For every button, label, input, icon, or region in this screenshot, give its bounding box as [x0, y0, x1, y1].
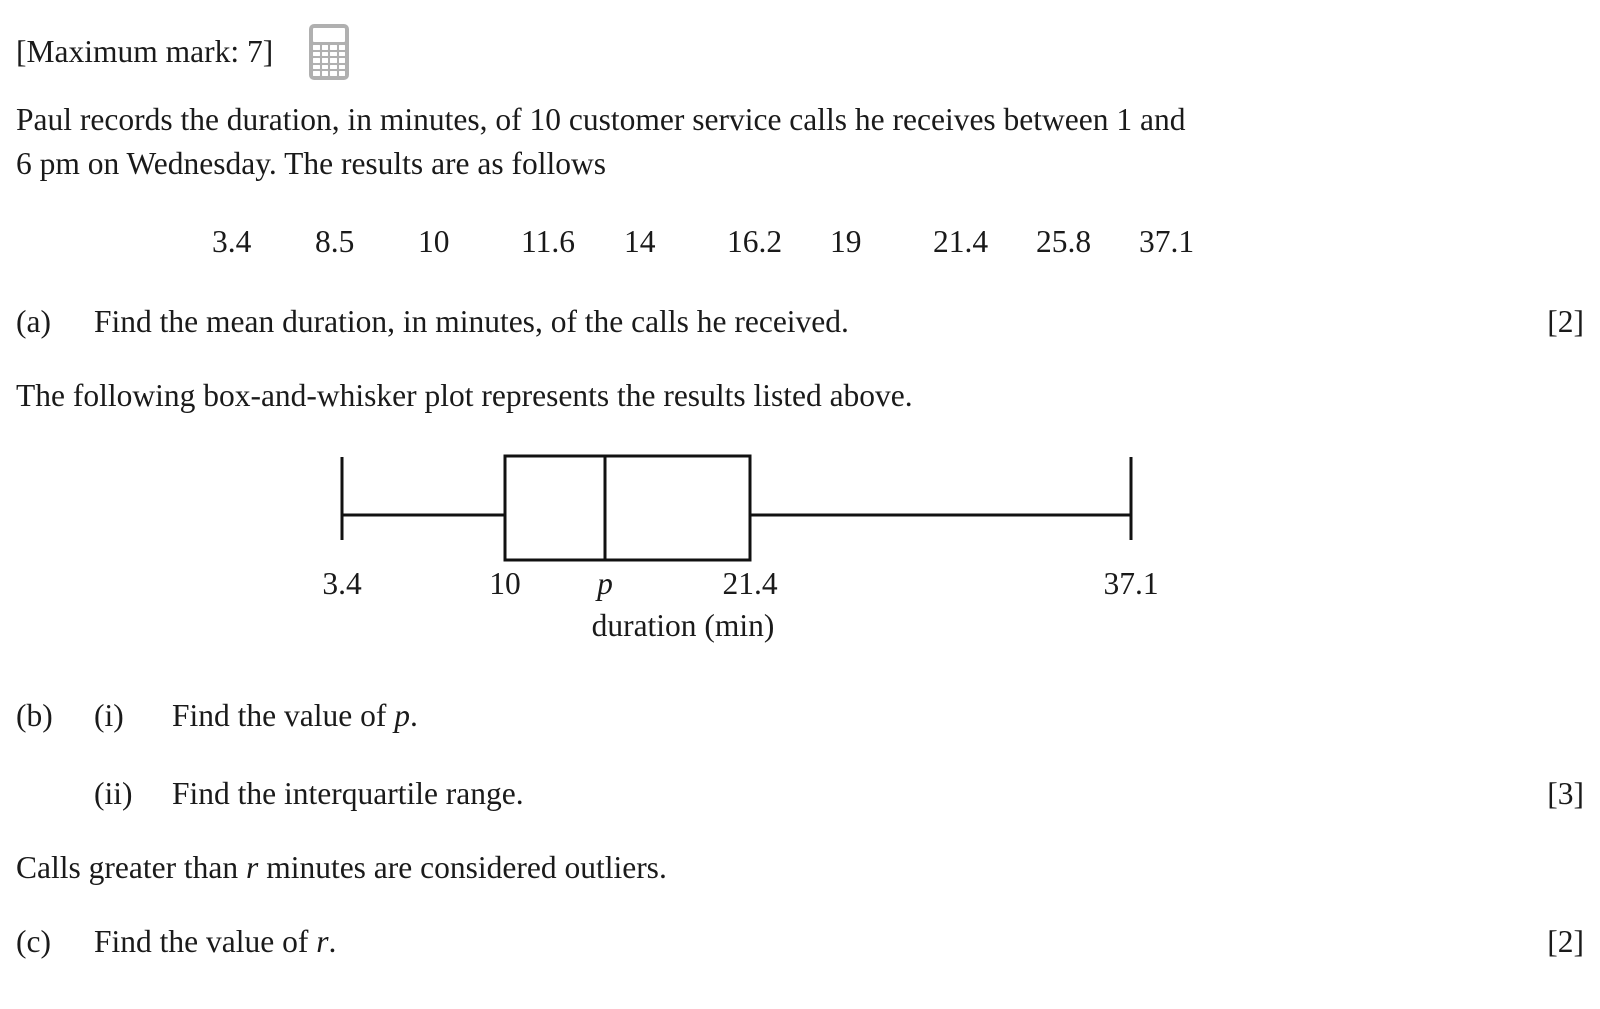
data-value: 8.5 [315, 224, 355, 259]
boxplot-tick-label-max: 37.1 [1103, 566, 1159, 601]
question-b-ii: (ii) Find the interquartile range. [3] [16, 772, 1584, 816]
data-values-row: 3.4 8.5 10 11.6 14 16.2 19 21.4 25.8 37.… [212, 222, 1194, 262]
data-value: 37.1 [1139, 224, 1195, 259]
question-c-marks: [2] [1547, 924, 1584, 959]
question-c-suffix: . [328, 924, 337, 959]
question-b-ii-text: Find the interquartile range. [172, 776, 524, 811]
question-a: (a) Find the mean duration, in minutes, o… [16, 300, 1584, 344]
question-c-label: (c) [16, 924, 51, 959]
quartile-box [503, 454, 752, 562]
data-value: 16.2 [727, 224, 783, 259]
boxplot-tick-label-q3: 21.4 [722, 566, 778, 601]
calculator-icon [309, 24, 350, 80]
question-b-ii-label: (ii) [94, 776, 133, 811]
plot-intro-text: The following box-and-whisker plot repre… [16, 378, 913, 413]
boxplot-svg [340, 454, 1133, 562]
data-value: 19 [830, 224, 862, 259]
question-c: (c) Find the value of r. [2] [16, 920, 1584, 964]
outlier-statement-prefix: Calls greater than [16, 850, 247, 885]
data-value: 10 [418, 224, 450, 259]
maximum-mark-label: [Maximum mark: 7] [16, 34, 274, 69]
question-a-text: Find the mean duration, in minutes, of t… [94, 304, 849, 339]
question-a-marks: [2] [1547, 304, 1584, 339]
intro-paragraph: Paul records the duration, in minutes, o… [16, 98, 1456, 186]
boxplot-tick-label-min: 3.4 [322, 566, 362, 601]
question-b-i: (b) (i) Find the value of p. [16, 694, 1584, 738]
question-b-i-suffix: . [409, 698, 418, 733]
outlier-statement-symbol: r [246, 850, 259, 885]
outlier-statement-suffix: minutes are considered outliers. [258, 850, 667, 885]
box-and-whisker-plot: 3.4 10 p 21.4 37.1 duration (min) [300, 440, 1200, 655]
calculator-screen [313, 28, 346, 42]
question-b-i-label: (i) [94, 698, 124, 733]
question-a-label: (a) [16, 304, 51, 339]
data-value: 14 [624, 224, 656, 259]
question-header: [Maximum mark: 7] [16, 24, 350, 80]
boxplot-tick-label-median: p [597, 566, 613, 601]
data-value: 3.4 [212, 224, 252, 259]
question-b-label: (b) [16, 698, 53, 733]
data-value: 21.4 [933, 224, 989, 259]
boxplot-tick-label-q1: 10 [489, 566, 521, 601]
data-value: 11.6 [521, 224, 575, 259]
question-b-i-symbol: p [394, 698, 410, 733]
outlier-statement: Calls greater than r minutes are conside… [16, 846, 1584, 890]
calculator-keys [313, 45, 346, 76]
question-b-i-text: Find the value of [172, 698, 395, 733]
intro-line-1: Paul records the duration, in minutes, o… [16, 102, 1186, 137]
question-b-ii-marks: [3] [1547, 776, 1584, 811]
question-c-symbol: r [316, 924, 329, 959]
intro-line-2: 6 pm on Wednesday. The results are as fo… [16, 146, 607, 181]
plot-intro-line: The following box-and-whisker plot repre… [16, 374, 1584, 418]
data-value: 25.8 [1036, 224, 1092, 259]
question-c-text: Find the value of [94, 924, 317, 959]
boxplot-axis-title: duration (min) [591, 608, 775, 643]
